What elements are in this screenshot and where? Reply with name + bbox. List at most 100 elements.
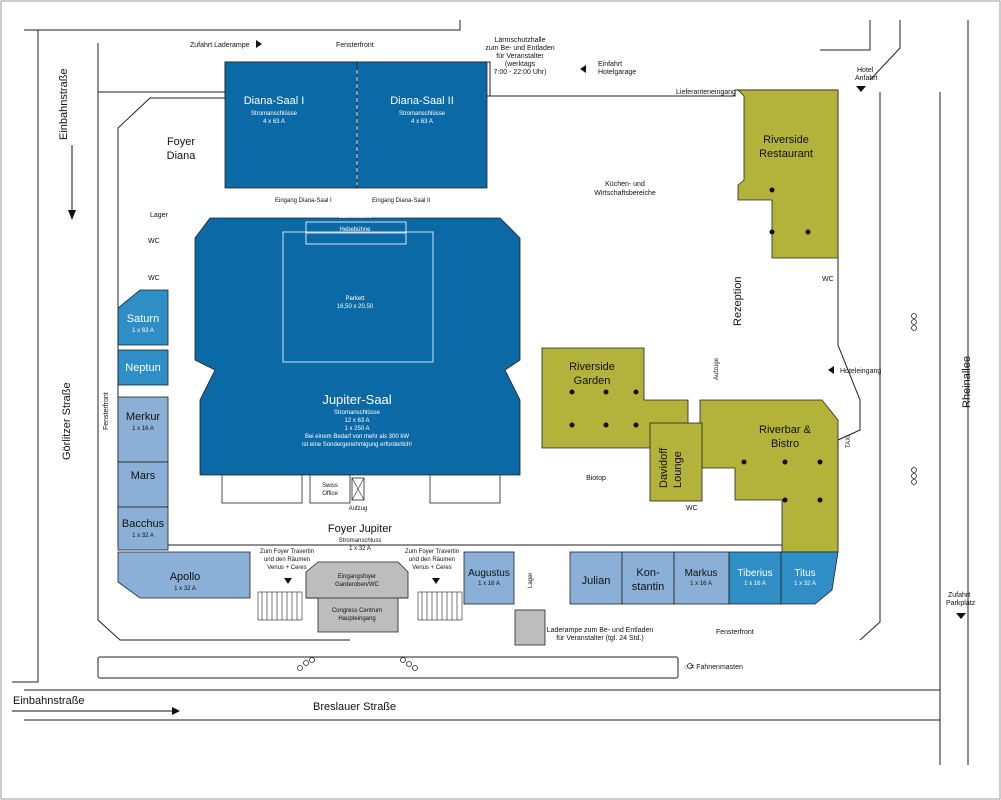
konstantin-area: [621, 551, 675, 605]
light-blue-rooms: [117, 289, 839, 605]
aufzug-label: Aufzug: [349, 506, 368, 512]
riverside-restaurant-label-0: Riverside: [763, 134, 809, 146]
zufahrt-parkplatz-label-0: Zufahrt: [948, 592, 970, 599]
staircase-left: [257, 591, 303, 621]
street-breslauer: Breslauer Straße: [313, 701, 396, 713]
merkur-power: 1 x 16 A: [132, 426, 154, 432]
parkett-label-0: Parkett: [345, 296, 364, 302]
swiss-office-label-1: Office: [322, 491, 338, 497]
laermschutzhalle-label-3: (werktags: [505, 61, 536, 68]
konstantin-name-0: Kon-: [636, 567, 660, 579]
riverbar-area: [699, 399, 839, 553]
eingang-diana-1-label: Eingang Diana-Saal I: [275, 198, 332, 204]
pillar-dots: [569, 187, 823, 503]
davidoff-label-1: Lounge: [672, 451, 684, 488]
saturn-area: [117, 289, 169, 346]
foyer-jupiter-power: 1 x 32 A: [349, 546, 371, 552]
fensterfront-bottom-label: Fensterfront: [716, 629, 754, 636]
arrow-right-icon: [172, 707, 180, 715]
apollo-name: Apollo: [170, 571, 201, 583]
arrow-down-icon: [856, 86, 866, 92]
arrow-down-icon: [68, 210, 76, 220]
eingang-diana-2-label: Eingang Diana-Saal II: [372, 198, 431, 204]
direction-arrows: [12, 40, 966, 715]
eingangsfoyer-area: [305, 561, 409, 633]
arrow-right-icon: [256, 40, 262, 48]
jupiter-saal-line-0: Stromanschlüsse: [334, 410, 381, 416]
arrow-down-icon: [432, 578, 440, 584]
zum-foyer-left-2: Venus + Ceres: [267, 565, 307, 571]
markus-name: Markus: [685, 568, 718, 579]
mars-area: [117, 461, 169, 508]
titus-name: Titus: [794, 568, 815, 579]
bacchus-area: [117, 506, 169, 551]
street-einbahnstrasse-left: Einbahnstraße: [58, 68, 70, 140]
diana-saal-2-power: 4 x 63 A: [411, 119, 433, 125]
jupiter-saal-line-3: Bei einem Bedarf von mehr als 300 kW: [305, 434, 409, 440]
julian-area: [569, 551, 623, 605]
eingangsfoyer-label-1: Garderoben/WC: [335, 582, 379, 588]
riverside-restaurant-label-1: Restaurant: [759, 148, 813, 160]
apollo-area: [117, 551, 251, 599]
jupiter-saal-line-2: 1 x 250 A: [344, 426, 369, 432]
diana-saal-1-name: Diana-Saal I: [244, 95, 305, 107]
deep-blue-halls: [194, 61, 521, 504]
diana-saal-2-name: Diana-Saal II: [390, 95, 454, 107]
zum-foyer-left-0: Zum Foyer Travertin: [260, 549, 314, 555]
aufzuege-label: Aufzüge: [714, 357, 720, 380]
hoteleingang-label: Hoteleingang: [840, 368, 881, 375]
kuechen-label-1: Wirtschaftsbereiche: [594, 190, 656, 197]
zum-foyer-right-1: und den Räumen: [409, 557, 455, 563]
diana-saal-2-power-label: Stromanschlüsse: [399, 111, 446, 117]
wc-2-label: WC: [148, 275, 160, 282]
riverside-garden-label-0: Riverside: [569, 361, 615, 373]
zum-foyer-right-0: Zum Foyer Travertin: [405, 549, 459, 555]
arrow-left-icon: [828, 366, 834, 374]
fensterfront-top-label: Fensterfront: [336, 42, 374, 49]
titus-power: 1 x 32 A: [794, 581, 816, 587]
arrow-left-icon: [580, 65, 586, 73]
tiberius-power: 1 x 16 A: [744, 581, 766, 587]
fahnenmasten-label: ○ = Fahnenmasten: [684, 664, 743, 671]
fensterfront-left-label: Fensterfront: [103, 392, 110, 430]
foyer-diana-label-1: Diana: [167, 150, 197, 162]
tiberius-name: Tiberius: [737, 568, 772, 579]
congress-label-0: Congress Centrum: [332, 608, 382, 614]
augustus-power: 1 x 16 A: [478, 581, 500, 587]
merkur-name: Merkur: [126, 411, 161, 423]
diana-saal-1-power-label: Stromanschlüsse: [251, 111, 298, 117]
laermschutzhalle-label-2: für Veranstalter: [496, 53, 544, 60]
markus-area: [673, 551, 730, 605]
jupiter-saal-line-4: ist eine Sondergenehmigung erforderlich!: [302, 442, 412, 448]
augustus-name: Augustus: [468, 568, 510, 579]
laermschutzhalle-label-4: 7:00 - 22:00 Uhr): [494, 69, 547, 76]
riverbar-label-1: Bistro: [771, 438, 799, 450]
street-einbahnstrasse-bottom: Einbahnstraße: [13, 695, 85, 707]
bacchus-power: 1 x 32 A: [132, 533, 154, 539]
augustus-area: [463, 551, 515, 605]
tiberius-area: [728, 551, 782, 605]
foyer-jupiter-power-label: Stromanschluss: [339, 538, 382, 544]
biotop-label: Biotop: [586, 475, 606, 482]
zum-foyer-left-1: und den Räumen: [264, 557, 310, 563]
titus-area: [780, 551, 839, 605]
wc-3-label: WC: [822, 276, 834, 283]
hebebuehne-label: Hebebühne: [339, 227, 371, 233]
laderampe-label-0: Laderampe zum Be- und Entladen: [547, 627, 654, 634]
saturn-power: 1 x 63 A: [132, 328, 154, 334]
neptun-name: Neptun: [125, 362, 160, 374]
apollo-power: 1 x 32 A: [174, 586, 196, 592]
zufahrt-laderampe-label: Zufahrt Laderampe: [190, 42, 250, 49]
jupiter-saal-area: [194, 217, 521, 476]
street-rheinallee: Rheinallee: [961, 356, 973, 408]
zum-foyer-right-2: Venus + Ceres: [412, 565, 452, 571]
konstantin-name-1: stantin: [632, 581, 664, 593]
swiss-office-label-0: Swiss: [322, 483, 338, 489]
foyer-diana-label-0: Foyer: [167, 136, 195, 148]
lager-top-label: Lager: [150, 212, 169, 219]
laermschutzhalle-label-0: Lärmschutzhalle: [495, 37, 546, 44]
markus-power: 1 x 16 A: [690, 581, 712, 587]
wc-1-label: WC: [148, 238, 160, 245]
diana-saal-2-area: [356, 61, 488, 189]
